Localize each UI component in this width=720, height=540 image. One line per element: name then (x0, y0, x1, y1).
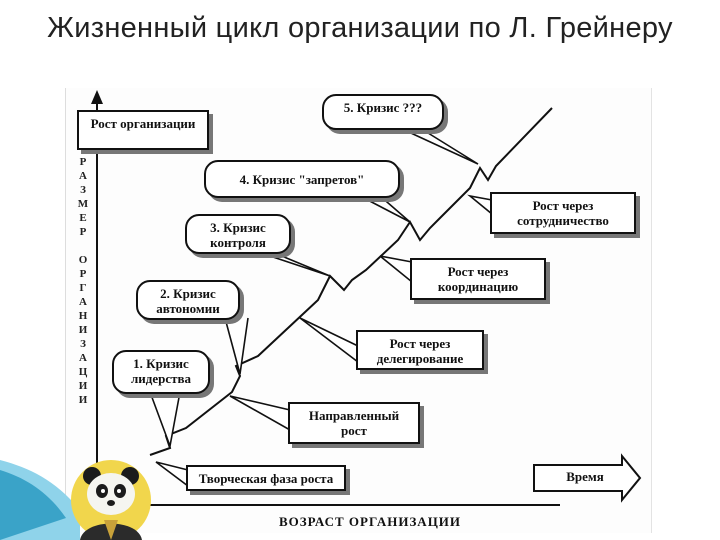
crisis-5-label: 5. Кризис ??? (343, 100, 423, 115)
growth-curve (149, 107, 553, 456)
y-letter: А (79, 170, 87, 182)
y-letter: Ц (78, 366, 88, 378)
y-letter: А (79, 296, 87, 308)
y-letter: Н (78, 310, 88, 322)
growth-1-pointer (155, 461, 189, 488)
y-letter: З (80, 338, 86, 350)
growth-phase-5-label: Рост через сотрудничество (517, 198, 609, 228)
crisis-2-pointer (224, 317, 249, 375)
growth-phase-1: Творческая фаза роста (186, 465, 346, 491)
y-letter: М (77, 198, 89, 210)
slide-title: Жизненный цикл организации по Л. Грейнер… (47, 12, 673, 44)
growth-phase-4-label: Рост через координацию (437, 264, 519, 294)
crisis-1-bubble: 1. Кризис лидерства (112, 350, 210, 394)
crisis-4-label: 4. Кризис "запретов" (239, 172, 365, 187)
slide-decoration (0, 460, 80, 540)
x-axis-label: ВОЗРАСТ ОРГАНИЗАЦИИ (278, 514, 462, 529)
time-arrow-label: Время (566, 469, 604, 484)
y-axis-arrowhead (91, 90, 103, 104)
crisis-1-pointer (149, 391, 181, 450)
y-letter: З (80, 184, 86, 196)
crisis-1-label: 1. Кризис лидерства (130, 356, 192, 386)
growth-phase-2-label: Направленный рост (308, 408, 400, 438)
y-letter: Е (79, 212, 87, 224)
growth-phase-1-label: Творческая фаза роста (198, 471, 334, 486)
crisis-3-bubble: 3. Кризис контроля (185, 214, 291, 254)
growth-phase-3-label: Рост через делегирование (376, 336, 464, 366)
crisis-2-bubble: 2. Кризис автономии (136, 280, 240, 320)
panda-avatar (71, 460, 151, 540)
y-letter: И (78, 394, 88, 406)
growth-phase-3: Рост через делегирование (356, 330, 484, 370)
growth-phase-5: Рост через сотрудничество (490, 192, 636, 234)
y-letter: О (78, 254, 88, 266)
crisis-3-pointer (257, 251, 331, 277)
y-letter: Г (79, 282, 87, 294)
growth-phase-2: Направленный рост (288, 402, 420, 444)
growth-2-pointer (229, 395, 291, 432)
y-letter: Р (79, 226, 87, 238)
y-letter: А (79, 352, 87, 364)
crisis-2-label: 2. Кризис автономии (156, 286, 220, 316)
crisis-5-bubble: 5. Кризис ??? (322, 94, 444, 130)
time-arrow (533, 453, 642, 503)
crisis-3-label: 3. Кризис контроля (210, 220, 266, 250)
crisis-4-bubble: 4. Кризис "запретов" (204, 160, 400, 198)
y-letter: Р (79, 268, 87, 280)
y-axis-label: Рост организации (90, 116, 196, 131)
growth-3-pointer (299, 317, 359, 364)
growth-5-pointer (467, 194, 493, 216)
y-letter: Р (79, 156, 87, 168)
crisis-5-pointer (399, 127, 479, 165)
crisis-4-pointer (359, 195, 411, 223)
y-letter: И (78, 380, 88, 392)
y-letter: И (78, 324, 88, 336)
y-axis-label-box: Рост организации (77, 110, 209, 150)
growth-4-pointer (379, 255, 413, 284)
growth-phase-4: Рост через координацию (410, 258, 546, 300)
